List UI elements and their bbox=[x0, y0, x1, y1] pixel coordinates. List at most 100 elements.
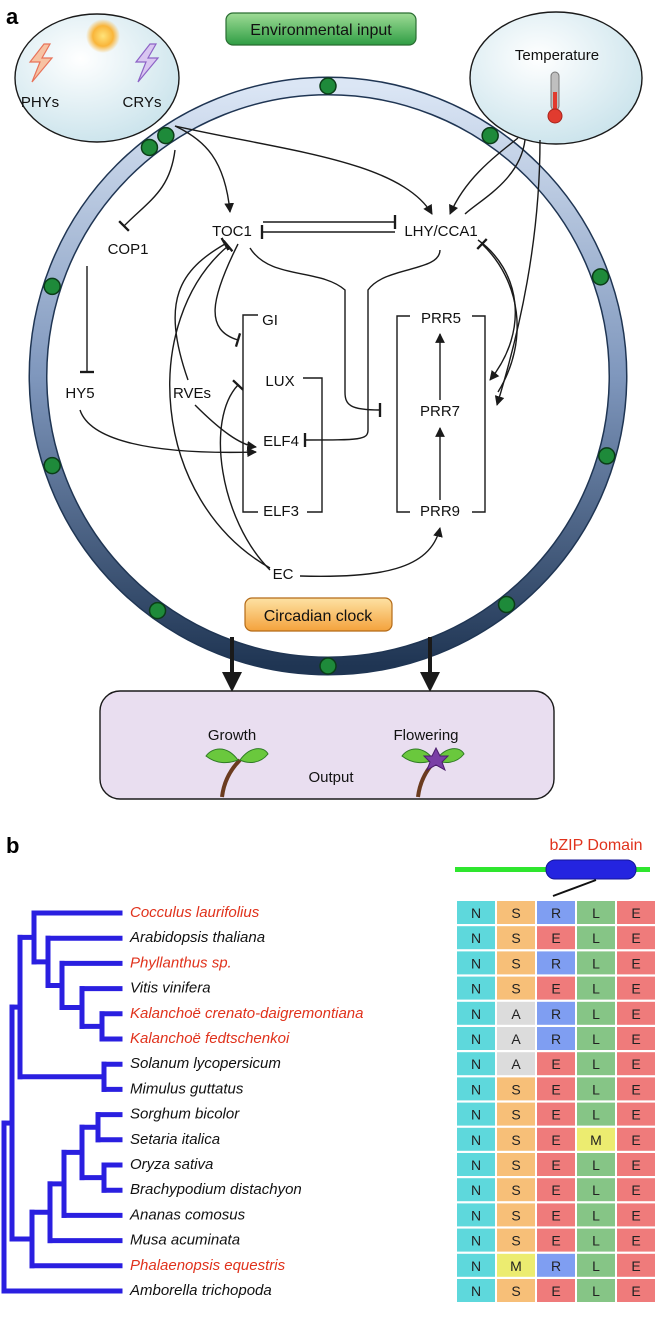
residue-letter: E bbox=[551, 930, 560, 946]
ring-dot bbox=[148, 601, 167, 620]
species-label: Setaria italica bbox=[130, 1131, 220, 1148]
edge-lhy-elf4 bbox=[303, 249, 441, 448]
residue-letter: N bbox=[471, 1258, 481, 1274]
residue-letter: N bbox=[471, 1157, 481, 1173]
residue-cell bbox=[617, 976, 655, 1000]
residue-cell bbox=[537, 1127, 575, 1151]
residue-cell bbox=[537, 1052, 575, 1076]
edge-light-lhy bbox=[174, 125, 433, 215]
flowering-plant-icon bbox=[401, 746, 465, 798]
gene-elf3: ELF3 bbox=[263, 503, 299, 520]
residue-cell bbox=[497, 1228, 535, 1252]
residue-cell bbox=[617, 1127, 655, 1151]
residue-letter: L bbox=[592, 930, 600, 946]
residue-letter: E bbox=[631, 1182, 640, 1198]
residue-cell bbox=[457, 1001, 495, 1025]
residue-letter: S bbox=[511, 1157, 520, 1173]
residue-cell bbox=[497, 1127, 535, 1151]
residue-letter: N bbox=[471, 1006, 481, 1022]
residue-letter: L bbox=[592, 955, 600, 971]
residue-letter: E bbox=[631, 930, 640, 946]
ring-dot bbox=[43, 456, 61, 475]
residue-cell bbox=[497, 1102, 535, 1126]
environmental-input-box: Environmental input bbox=[225, 12, 417, 46]
residue-cell bbox=[497, 951, 535, 975]
residue-letter: L bbox=[592, 1056, 600, 1072]
residue-cell bbox=[537, 1203, 575, 1227]
bzip-domain-bar bbox=[545, 859, 637, 880]
ring-dot bbox=[319, 657, 337, 675]
residue-cell bbox=[577, 1279, 615, 1302]
residue-cell bbox=[577, 1203, 615, 1227]
species-label: Oryza sativa bbox=[130, 1156, 213, 1173]
residue-letter: S bbox=[511, 930, 520, 946]
light-input-bubble: PHYs CRYs bbox=[14, 13, 180, 143]
residue-cell bbox=[577, 1027, 615, 1050]
residue-cell bbox=[457, 1102, 495, 1126]
residue-cell bbox=[457, 926, 495, 950]
residue-letter: S bbox=[511, 1283, 520, 1299]
edge-hy5-elf4 bbox=[79, 409, 257, 458]
species-label: Kalanchoë fedtschenkoi bbox=[130, 1030, 290, 1047]
residue-cell bbox=[617, 1052, 655, 1076]
network-edges bbox=[79, 125, 541, 577]
residue-letter: E bbox=[631, 1081, 640, 1097]
residue-letter: N bbox=[471, 930, 481, 946]
residue-cell bbox=[577, 1228, 615, 1252]
growth-label: Growth bbox=[208, 727, 256, 744]
residue-cell bbox=[617, 951, 655, 975]
bzip-domain-schematic: bZIP Domain bbox=[455, 837, 650, 897]
ring-dot bbox=[591, 268, 610, 286]
circadian-clock-box: Circadian clock bbox=[244, 597, 393, 632]
edge-ec-lux bbox=[219, 379, 271, 571]
domain-pointer bbox=[552, 879, 597, 897]
residue-cell bbox=[617, 1102, 655, 1126]
species-label: Solanum lycopersicum bbox=[130, 1055, 281, 1072]
residue-letter: E bbox=[631, 955, 640, 971]
ring-dot bbox=[140, 138, 159, 157]
residue-cell bbox=[617, 901, 655, 924]
gene-rves: RVEs bbox=[173, 385, 211, 402]
edge-temp-lhy2 bbox=[464, 139, 526, 215]
residue-cell bbox=[537, 1001, 575, 1025]
panel-a-label: a bbox=[6, 4, 19, 29]
residue-cell bbox=[577, 901, 615, 924]
residue-cell bbox=[577, 1052, 615, 1076]
residue-letter: S bbox=[511, 905, 520, 921]
residue-cell bbox=[457, 1153, 495, 1176]
species-label: Kalanchoë crenato-daigremontiana bbox=[130, 1005, 364, 1022]
residue-cell bbox=[577, 1153, 615, 1176]
residue-letter: S bbox=[511, 981, 520, 997]
species-label: Mimulus guttatus bbox=[130, 1080, 244, 1097]
residue-cell bbox=[457, 1027, 495, 1050]
residue-letter: E bbox=[631, 981, 640, 997]
residue-cell bbox=[577, 951, 615, 975]
residue-letter: L bbox=[592, 1031, 600, 1047]
blue-light-icon bbox=[134, 43, 160, 83]
residue-letter: N bbox=[471, 981, 481, 997]
species-label: Ananas comosus bbox=[129, 1206, 246, 1223]
residue-cell bbox=[497, 1178, 535, 1202]
residue-cell bbox=[617, 1153, 655, 1176]
residue-letter: E bbox=[631, 1157, 640, 1173]
residue-letter: N bbox=[471, 1283, 481, 1299]
bzip-domain-label: bZIP Domain bbox=[549, 837, 642, 854]
species-label: Vitis vinifera bbox=[130, 980, 211, 997]
residue-cell bbox=[577, 1001, 615, 1025]
edge-light-cop1 bbox=[118, 149, 176, 232]
species-label: Cocculus laurifolius bbox=[130, 904, 260, 921]
residue-cell bbox=[457, 1279, 495, 1302]
edge-ec-toc1 bbox=[169, 239, 271, 569]
residue-cell bbox=[497, 1153, 535, 1176]
residue-cell bbox=[497, 1279, 535, 1302]
residue-cell bbox=[617, 1027, 655, 1050]
prr-left-bracket bbox=[396, 315, 410, 513]
residue-letter: S bbox=[511, 1081, 520, 1097]
residue-letter: N bbox=[471, 1081, 481, 1097]
residue-letter: N bbox=[471, 1233, 481, 1249]
residue-letter: R bbox=[551, 905, 561, 921]
gene-ec: EC bbox=[273, 566, 294, 583]
gene-lux: LUX bbox=[265, 373, 294, 390]
